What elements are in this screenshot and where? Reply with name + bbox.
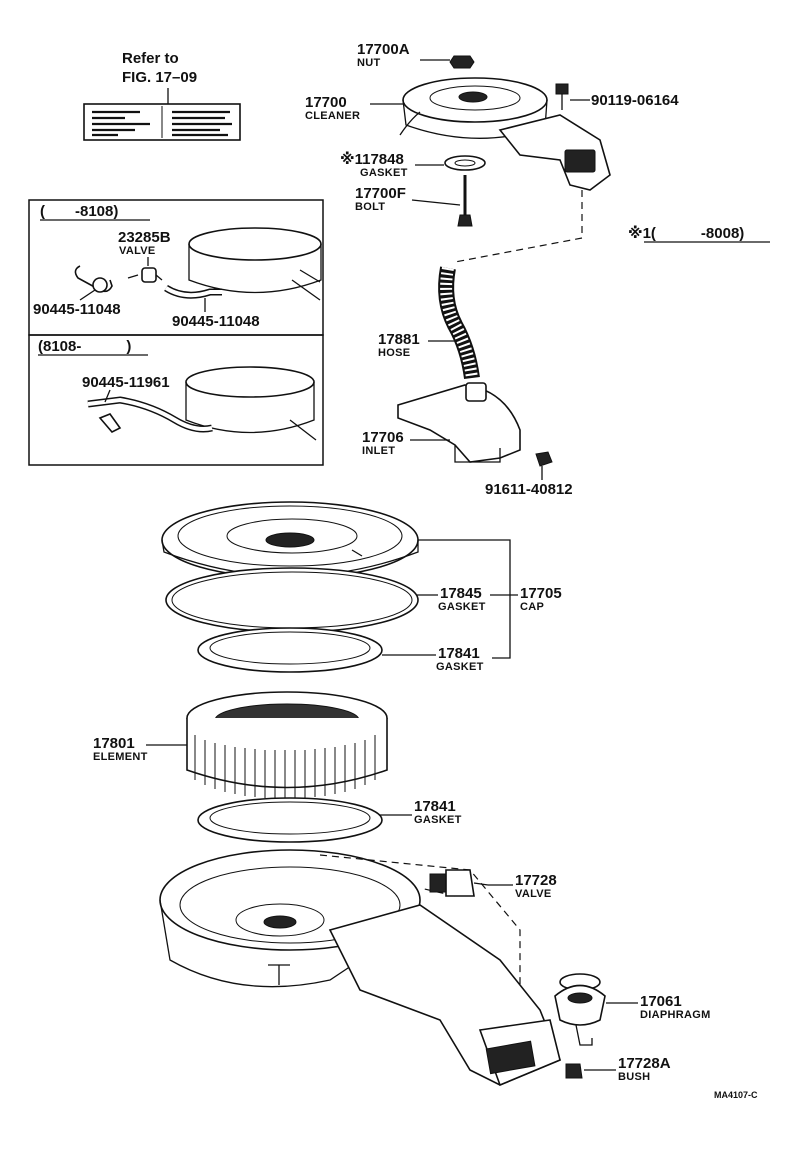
refer-to-text: Refer to: [122, 50, 179, 67]
label-17700-num: 17700: [305, 94, 347, 111]
label-17841-top-num: 17841: [438, 645, 480, 662]
diaphragm-part: 17061 DIAPHRAGM: [554, 973, 711, 1046]
variant-box-early: ( -8108) 23285B VALVE 90445-11048 90445-…: [28, 199, 324, 336]
label-17706-num: 17706: [362, 429, 404, 446]
label-17728-num: 17728: [515, 872, 557, 889]
refer-fig-text: FIG. 17–09: [122, 69, 197, 86]
label-17848-name: GASKET: [360, 167, 408, 179]
label-17841-top-name: GASKET: [436, 661, 484, 673]
air-filter-element: 17801 ELEMENT: [93, 691, 388, 798]
label-17801-name: ELEMENT: [93, 751, 148, 763]
label-17706-name: INLET: [362, 445, 395, 457]
note-1-range: ※1( -8008): [628, 224, 744, 242]
label-23285B-name: VALVE: [119, 245, 156, 257]
label-17700A-num: 17700A: [357, 41, 410, 58]
cap-assembly: 17845 GASKET 17705 CAP 17841 GASKET: [161, 501, 562, 673]
label-17061-name: DIAPHRAGM: [640, 1009, 711, 1021]
label-17881-name: HOSE: [378, 347, 410, 359]
label-17848-num: ※117848: [340, 150, 404, 168]
label-17841-bottom-name: GASKET: [414, 814, 462, 826]
label-17845-name: GASKET: [438, 601, 486, 613]
drawing-code: MA4107-C: [714, 1090, 758, 1100]
cleaner-assembly-top: 17700A NUT 17700 CLEANER 90119-06164 ※11…: [305, 41, 770, 263]
label-90445-11048-right: 90445-11048: [172, 313, 260, 330]
label-17881-num: 17881: [378, 331, 420, 348]
variant-range-early: ( -8108): [40, 203, 118, 220]
label-17801-num: 17801: [93, 735, 135, 752]
variant-range-late: (8108- ): [38, 338, 131, 355]
cleaner-case-lower: [159, 849, 562, 1087]
label-17705-name: CAP: [520, 601, 544, 613]
label-17728A-name: BUSH: [618, 1071, 650, 1083]
label-90445-11961: 90445-11961: [82, 374, 170, 391]
label-17728-name: VALVE: [515, 888, 552, 900]
label-17728A-num: 17728A: [618, 1055, 671, 1072]
label-17700F-name: BOLT: [355, 201, 385, 213]
variant-box-late: (8108- ) 90445-11961: [28, 334, 324, 466]
label-17705-num: 17705: [520, 585, 562, 602]
label-17700-name: CLEANER: [305, 110, 360, 122]
label-17700A-name: NUT: [357, 57, 381, 69]
label-17841-bottom-num: 17841: [414, 798, 456, 815]
lower-gasket: 17841 GASKET: [197, 797, 462, 843]
hose-and-inlet: 17881 HOSE 17706 INLET 91611-40812: [362, 266, 573, 498]
label-17845-num: 17845: [440, 585, 482, 602]
label-17061-num: 17061: [640, 993, 682, 1010]
valve-17728-part: 17728 VALVE: [429, 869, 557, 900]
label-23285B-num: 23285B: [118, 229, 171, 246]
label-90445-11048-left: 90445-11048: [33, 301, 121, 318]
label-90119-06164: 90119-06164: [591, 92, 679, 109]
bush-part: 17728A BUSH: [565, 1055, 671, 1083]
label-17700F-num: 17700F: [355, 185, 406, 202]
label-91611-40812: 91611-40812: [485, 481, 573, 498]
refer-to-callout: Refer to FIG. 17–09: [83, 50, 241, 141]
